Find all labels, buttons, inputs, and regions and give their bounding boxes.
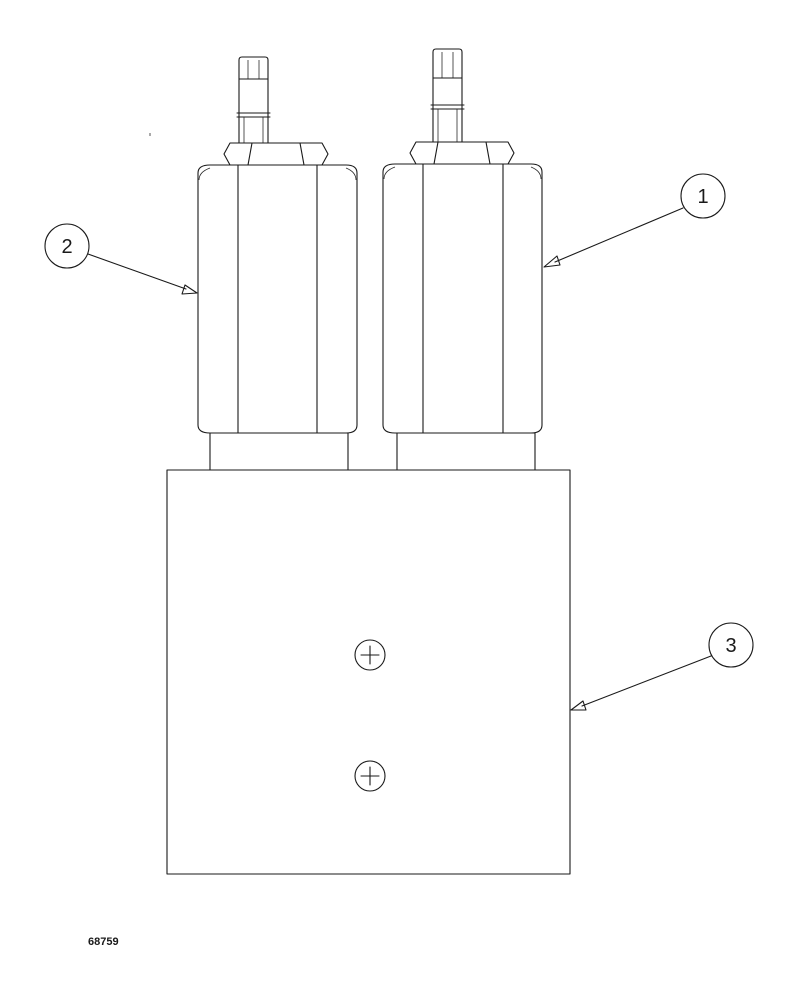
valve-body-block: [166, 469, 571, 875]
callout-1: 1: [543, 173, 726, 268]
cartridge-valve-right: [382, 48, 543, 471]
plus-circle-icon: [354, 639, 386, 671]
callout-label-2: 2: [61, 236, 72, 258]
callout-label-3: 3: [725, 635, 736, 657]
figure-number: 68759: [88, 936, 119, 948]
callout-3: 3: [570, 622, 754, 711]
plus-circle-icon: [354, 760, 386, 792]
callout-2: 2: [44, 223, 198, 295]
callout-label-1: 1: [697, 186, 708, 208]
cartridge-valve-left: [197, 56, 358, 471]
